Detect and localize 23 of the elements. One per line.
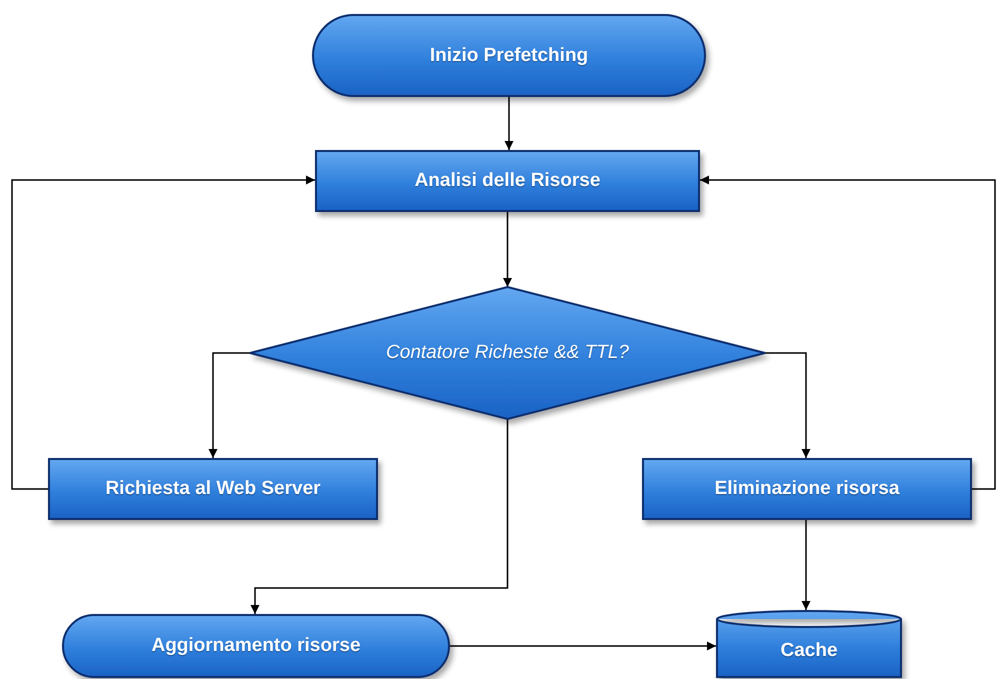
node-label: Eliminazione risorsa xyxy=(714,478,900,500)
arrow xyxy=(765,352,810,458)
process-box xyxy=(315,150,700,212)
terminal-pill xyxy=(62,614,450,678)
node-label: Cache xyxy=(780,640,838,662)
terminal-pill xyxy=(312,14,706,97)
node-label: Contatore Richeste && TTL? xyxy=(386,342,629,364)
arrow xyxy=(250,419,508,614)
node-label: Inizio Prefetching xyxy=(430,44,588,66)
arrow xyxy=(503,212,512,287)
decision-diamond xyxy=(250,287,765,419)
node-label: Aggiornamento risorse xyxy=(151,635,361,657)
arrow xyxy=(802,520,810,610)
arrow xyxy=(504,97,514,150)
arrow xyxy=(700,176,996,490)
arrow xyxy=(208,352,250,458)
database-cylinder xyxy=(716,610,902,678)
arrow xyxy=(450,642,716,650)
arrow xyxy=(11,176,315,490)
process-box xyxy=(642,458,972,520)
node-label: Richiesta al Web Server xyxy=(105,478,321,500)
process-box xyxy=(48,458,378,520)
node-label: Analisi delle Risorse xyxy=(414,170,600,192)
